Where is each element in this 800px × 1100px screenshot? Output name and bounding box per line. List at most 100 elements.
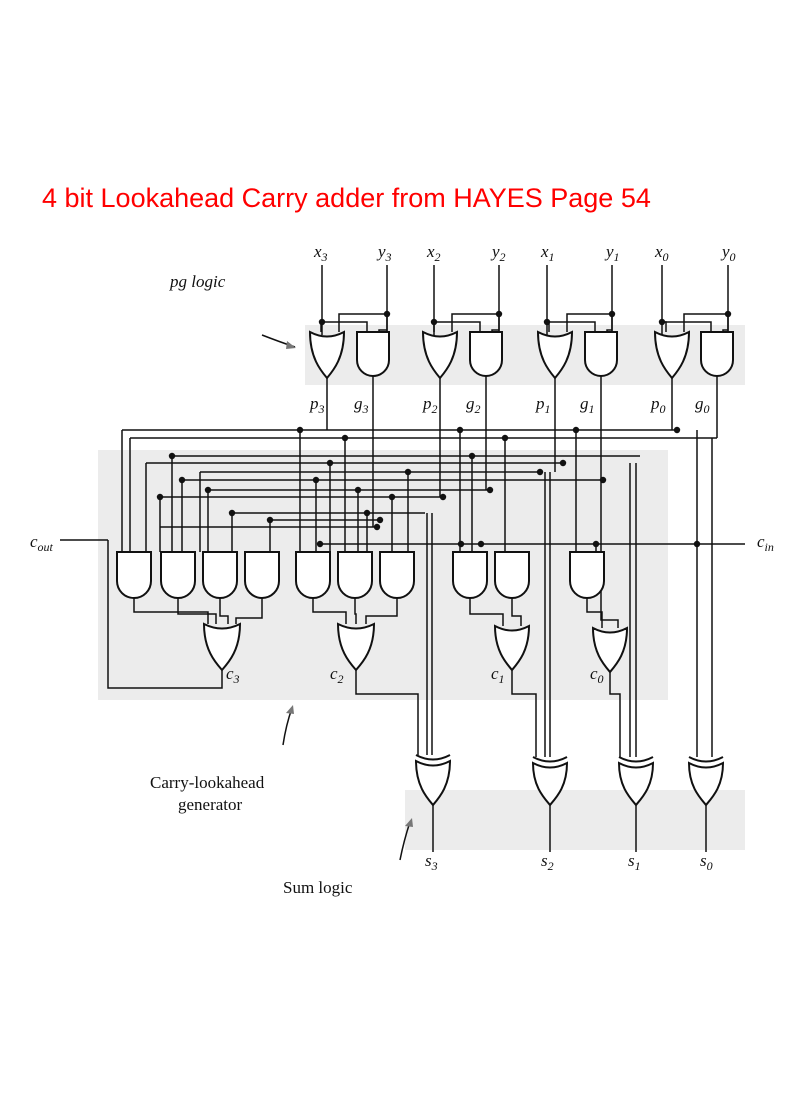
cin-label: cin (757, 532, 774, 554)
and-gate-c1-and-1 (494, 551, 530, 599)
junction-dot (168, 452, 176, 460)
or-gate-p0 (653, 330, 691, 380)
or-gate-c3 (202, 622, 242, 672)
junction-dot (383, 310, 391, 318)
wire-c1-term-1 (511, 598, 522, 626)
carry-lookahead-label-2: generator (178, 795, 243, 814)
and-gate-g3 (356, 331, 390, 377)
pg-logic-label: pg logic (169, 272, 226, 291)
sum-logic-region (405, 790, 745, 850)
and-gate-c0-and-0 (569, 551, 605, 599)
sum-label-s0: s0 (700, 851, 713, 873)
pg-logic-arrow (261, 334, 296, 349)
output-label-p1: p1 (535, 394, 551, 416)
junction-dot (495, 310, 503, 318)
wire-x1-to-and (547, 321, 596, 332)
junction-dot (341, 434, 349, 442)
wire-x3-to-and (322, 321, 368, 332)
cout-label: cout (30, 532, 54, 554)
output-label-g1: g1 (580, 394, 595, 416)
xor-gate-s3 (414, 759, 452, 807)
and-gate-c1-and-0 (452, 551, 488, 599)
junction-dot (266, 516, 274, 524)
wire-y0-to-or (683, 313, 728, 332)
input-label-x2: x2 (426, 242, 441, 264)
junction-dot (363, 509, 371, 517)
xor-gate-s0 (687, 761, 725, 807)
junction-dot (404, 468, 412, 476)
junction-dot (430, 318, 438, 326)
junction-dot (156, 493, 164, 501)
and-gate-c2-and-1 (337, 551, 373, 599)
junction-dot (501, 434, 509, 442)
wire-c1-term-0 (469, 598, 504, 626)
or-gate-p3 (308, 330, 346, 380)
and-gate-c2-and-0 (295, 551, 331, 599)
input-label-x3: x3 (313, 242, 328, 264)
or-gate-c2 (336, 622, 376, 672)
and-gate-g1 (584, 331, 618, 377)
xor-gate-s1 (617, 761, 655, 807)
output-label-p3: p3 (309, 394, 325, 416)
junction-dots (156, 310, 732, 548)
junction-dot (204, 486, 212, 494)
junction-dot (316, 540, 324, 548)
output-label-g2: g2 (466, 394, 481, 416)
wire-c3-term-3 (235, 598, 263, 624)
and-gate-c3-and-2 (202, 551, 238, 599)
input-label-y1: y1 (604, 242, 620, 264)
wire-c3-term-1 (177, 598, 217, 624)
and-gate-g0 (700, 331, 734, 377)
or-gate-p1 (536, 330, 574, 380)
junction-dot (457, 540, 465, 548)
wire-x2-to-and (434, 321, 481, 332)
or-gate-p2 (421, 330, 459, 380)
output-label-p2: p2 (422, 394, 438, 416)
wire-c2-out (355, 670, 419, 755)
junction-dot (693, 540, 701, 548)
xor-gate-s1-arc (618, 756, 654, 763)
wire-c3-term-2 (219, 598, 229, 624)
wire-y1-to-or (566, 313, 612, 332)
input-label-x1: x1 (540, 242, 555, 264)
or-gate-c0 (591, 626, 629, 674)
junction-dot (559, 459, 567, 467)
and-gate-c3-and-1 (160, 551, 196, 599)
wire-c3-term-0 (133, 598, 209, 624)
junction-dot (673, 426, 681, 434)
junction-dot (354, 486, 362, 494)
carry-label-c3: c3 (226, 664, 240, 686)
junction-dot (376, 516, 384, 524)
junction-dot (178, 476, 186, 484)
gates (116, 330, 734, 807)
wire-y2-to-or (451, 313, 499, 332)
junction-dot (296, 426, 304, 434)
carry-lookahead-label-1: Carry-lookahead (150, 773, 265, 792)
wire-c1-out (511, 670, 537, 757)
diagram-title: 4 bit Lookahead Carry adder from HAYES P… (42, 183, 651, 213)
input-label-y3: y3 (376, 242, 392, 264)
sum-label-s1: s1 (628, 851, 641, 873)
junction-dot (536, 468, 544, 476)
or-gate-c1 (493, 624, 531, 672)
wire-x0-to-and (662, 321, 712, 332)
junction-dot (486, 486, 494, 494)
wire-c2-term-0 (312, 598, 347, 624)
junction-dot (373, 523, 381, 531)
junction-dot (468, 452, 476, 460)
junction-dot (592, 540, 600, 548)
wires (60, 265, 745, 852)
carry-lookahead-arrow (282, 705, 294, 746)
junction-dot (599, 476, 607, 484)
sum-logic-label: Sum logic (283, 878, 353, 897)
input-label-y0: y0 (720, 242, 736, 264)
junction-dot (456, 426, 464, 434)
wire-y3-to-or (338, 313, 387, 332)
xor-gate-s0-arc (688, 756, 724, 763)
and-gate-c3-and-3 (244, 551, 280, 599)
junction-dot (312, 476, 320, 484)
junction-dot (388, 493, 396, 501)
junction-dot (724, 310, 732, 318)
